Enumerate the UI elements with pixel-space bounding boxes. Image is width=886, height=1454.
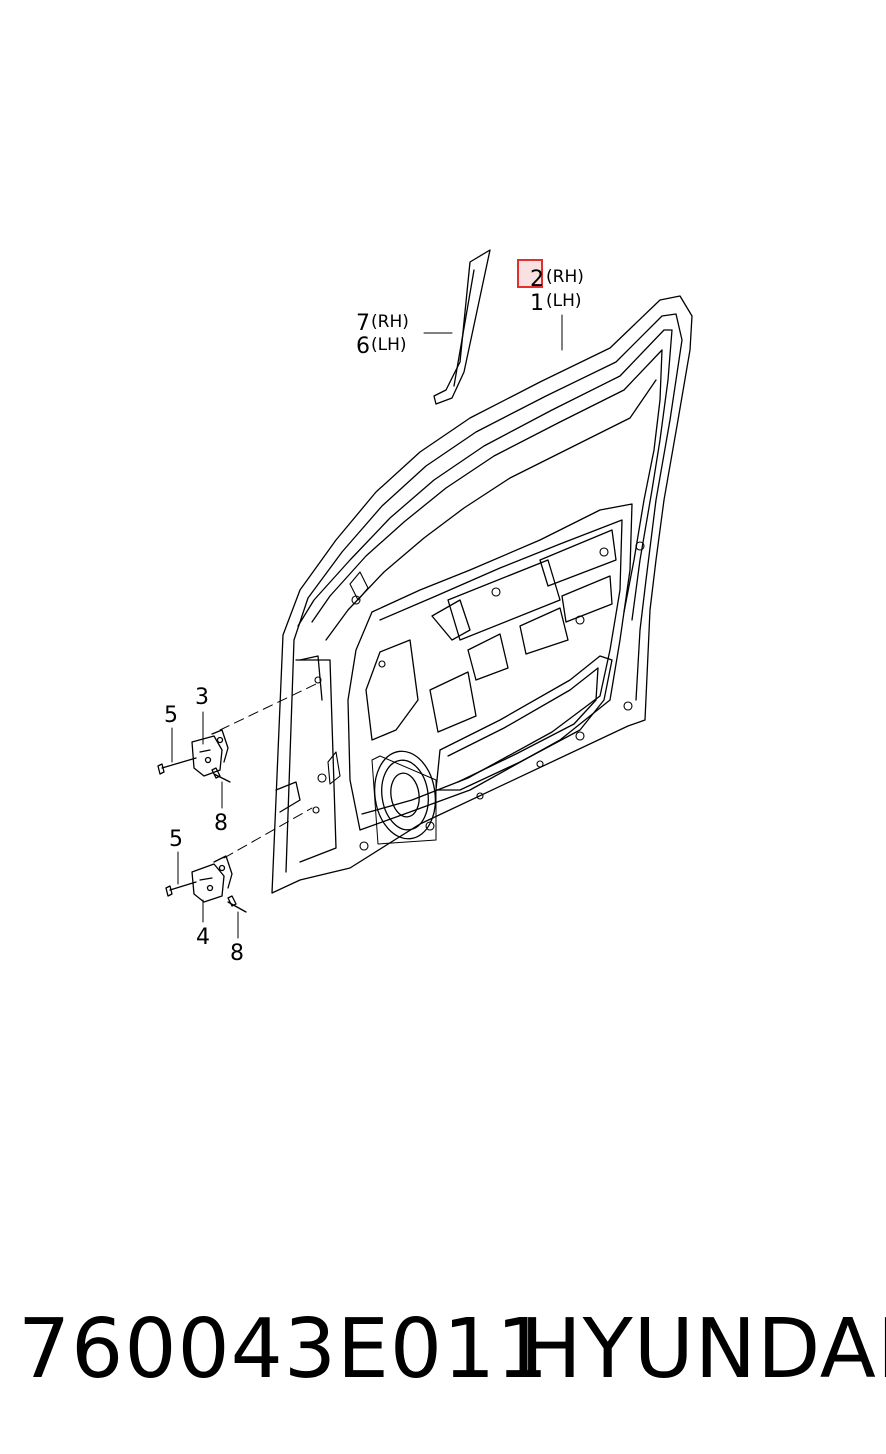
inner-panel [347, 503, 633, 831]
callout-3-number: 3 [195, 685, 209, 710]
hinge-guide-lines [219, 683, 317, 859]
callout-7-number: 7 [356, 311, 370, 336]
part-number: 760043E011 [18, 1302, 550, 1397]
leader-lines [171, 314, 563, 939]
callout-1-number: 1 [530, 291, 544, 316]
upper-hinge [157, 729, 231, 783]
lower-hinge [165, 855, 247, 913]
callout-labels: 7 (RH) 6 (LH) 2 (RH) 1 (LH) 3 5 8 5 4 8 [164, 267, 584, 966]
callout-1-side: (LH) [546, 291, 582, 311]
callout-5b-number: 5 [169, 827, 183, 852]
callout-8b-number: 8 [230, 941, 244, 966]
door-shell [271, 295, 693, 894]
lower-recess [435, 655, 613, 791]
callout-2-number: 2 [530, 267, 544, 292]
callout-7-side: (RH) [371, 312, 409, 332]
callout-8a-number: 8 [214, 811, 228, 836]
callout-5a-number: 5 [164, 703, 178, 728]
footer-caption: 760043E011 HYUNDAI [0, 1290, 886, 1410]
frame-moulding [433, 249, 491, 405]
speaker [371, 750, 437, 845]
callout-4-number: 4 [196, 925, 210, 950]
callout-6-side: (LH) [371, 335, 407, 355]
brand-name: HYUNDAI [520, 1302, 886, 1397]
highlight-box [517, 259, 543, 288]
panel-holes [312, 541, 645, 851]
callout-6-number: 6 [356, 334, 370, 359]
callout-2-side: (RH) [546, 267, 584, 287]
